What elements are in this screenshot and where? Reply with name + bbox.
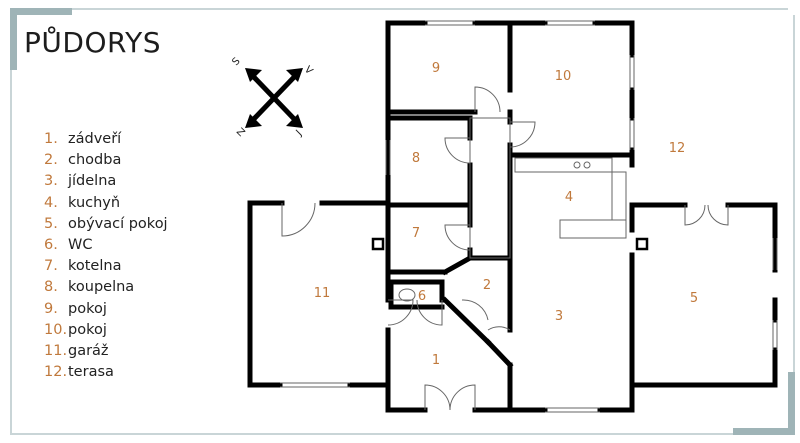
legend-item: 9.pokoj: [44, 300, 107, 317]
frame-corner-top-left-v: [10, 8, 17, 70]
frame-corner-bottom-right-h: [733, 428, 795, 435]
room-number-4: 4: [565, 190, 573, 205]
room-number-3: 3: [555, 309, 563, 324]
frame-line-bottom: [10, 433, 733, 435]
walls: [247, 20, 778, 413]
legend-item: 6.WC: [44, 236, 93, 253]
legend-item: 1.zádveří: [44, 131, 122, 147]
room-number-6: 6: [418, 289, 426, 304]
room-number-10: 10: [555, 69, 572, 84]
frame-corner-top-left-h: [10, 8, 72, 15]
legend-item: 11.garáž: [44, 342, 109, 359]
room-legend: 1.zádveří 2.chodba 3.jídelna 4.kuchyň 5.…: [44, 129, 168, 383]
legend-item: 4.kuchyň: [44, 194, 121, 211]
room-number-11: 11: [314, 286, 331, 301]
fixtures: [280, 20, 778, 413]
legend-item: 8.koupelna: [44, 279, 135, 296]
legend-item: 5.obývací pokoj: [44, 215, 168, 232]
frame-line-right: [793, 15, 795, 372]
legend-item: 2.chodba: [44, 152, 122, 169]
frame-line-left: [10, 70, 12, 435]
room-number-8: 8: [412, 151, 420, 166]
legend-item: 7.kotelna: [44, 258, 122, 275]
legend-item: 10.pokoj: [44, 321, 107, 338]
legend-item: 12.terasa: [44, 364, 114, 381]
frame-line-top: [72, 8, 788, 10]
column-marker: [635, 237, 649, 251]
compass-icon: S V Z J: [230, 56, 314, 139]
compass-label-v: V: [302, 64, 315, 77]
room-number-9: 9: [432, 61, 440, 76]
room-number-5: 5: [690, 291, 698, 306]
column-marker: [371, 237, 385, 251]
legend-item: 3.jídelna: [44, 173, 117, 190]
frame-corner-bottom-right-v: [788, 372, 795, 435]
compass-label-z: Z: [234, 126, 247, 139]
compass-label-j: J: [294, 128, 305, 139]
room-number-1: 1: [432, 353, 440, 368]
page-title: PŮDORYS: [24, 26, 162, 59]
room-number-12: 12: [669, 141, 686, 156]
compass-label-s: S: [230, 56, 242, 68]
room-number-2: 2: [483, 278, 491, 293]
room-number-7: 7: [412, 226, 420, 241]
